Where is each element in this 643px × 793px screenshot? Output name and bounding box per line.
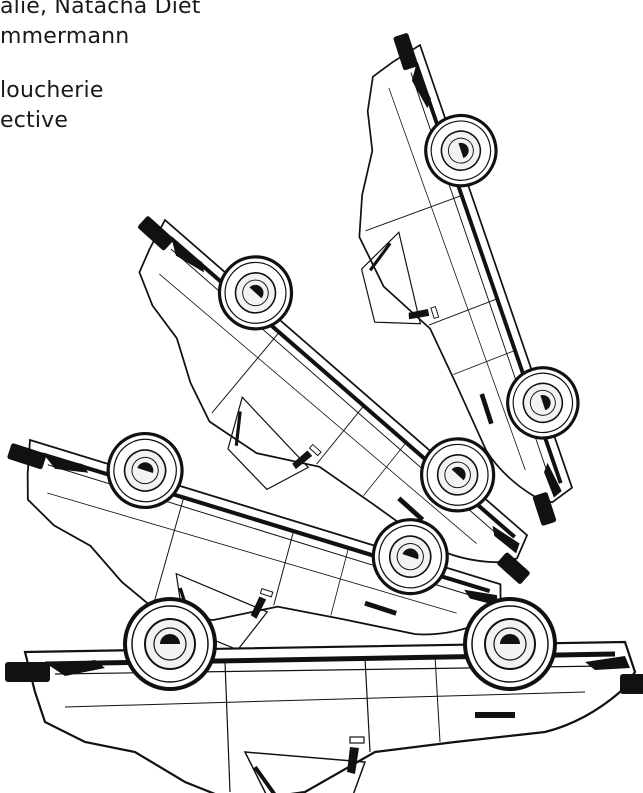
credits-text: alie, Natacha Diet mmermann loucherie ec… [0, 0, 201, 136]
credit-line-1: alie, Natacha Diet [0, 0, 201, 19]
car-copy-1 [5, 599, 643, 793]
credit-line-3: loucherie [0, 78, 104, 103]
credit-line-2: mmermann [0, 24, 130, 49]
credit-line-4: ective [0, 108, 69, 133]
